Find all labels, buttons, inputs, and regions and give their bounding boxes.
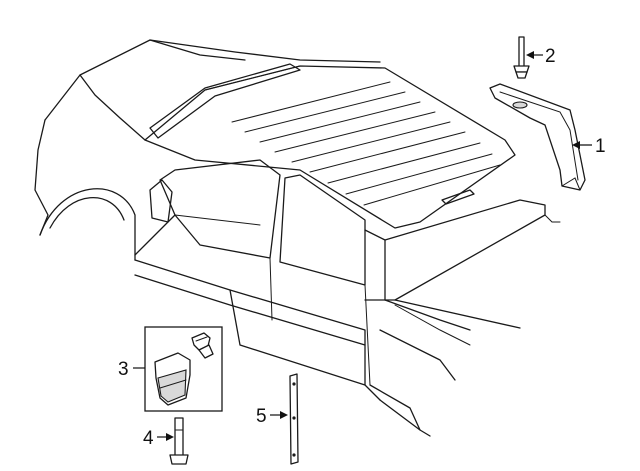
- callout-4-label: 4: [143, 428, 154, 449]
- callout-5: 5: [256, 406, 288, 427]
- callout-5-label: 5: [256, 406, 267, 427]
- part-1-rear-roof-molding: [489, 83, 586, 191]
- callout-1: 1: [572, 136, 606, 157]
- callout-4: 4: [143, 428, 174, 449]
- callout-3: 3: [118, 359, 145, 380]
- part-3-box: [144, 326, 223, 412]
- part-4-rivet: [169, 417, 189, 465]
- callout-1-label: 1: [595, 136, 606, 157]
- part-5-seal-strip: [289, 373, 299, 465]
- callout-3-label: 3: [118, 359, 129, 380]
- callout-2: 2: [526, 46, 556, 67]
- part-2-screw: [513, 36, 530, 79]
- callout-2-label: 2: [545, 46, 556, 67]
- truck-cab-illustration: [34, 39, 561, 437]
